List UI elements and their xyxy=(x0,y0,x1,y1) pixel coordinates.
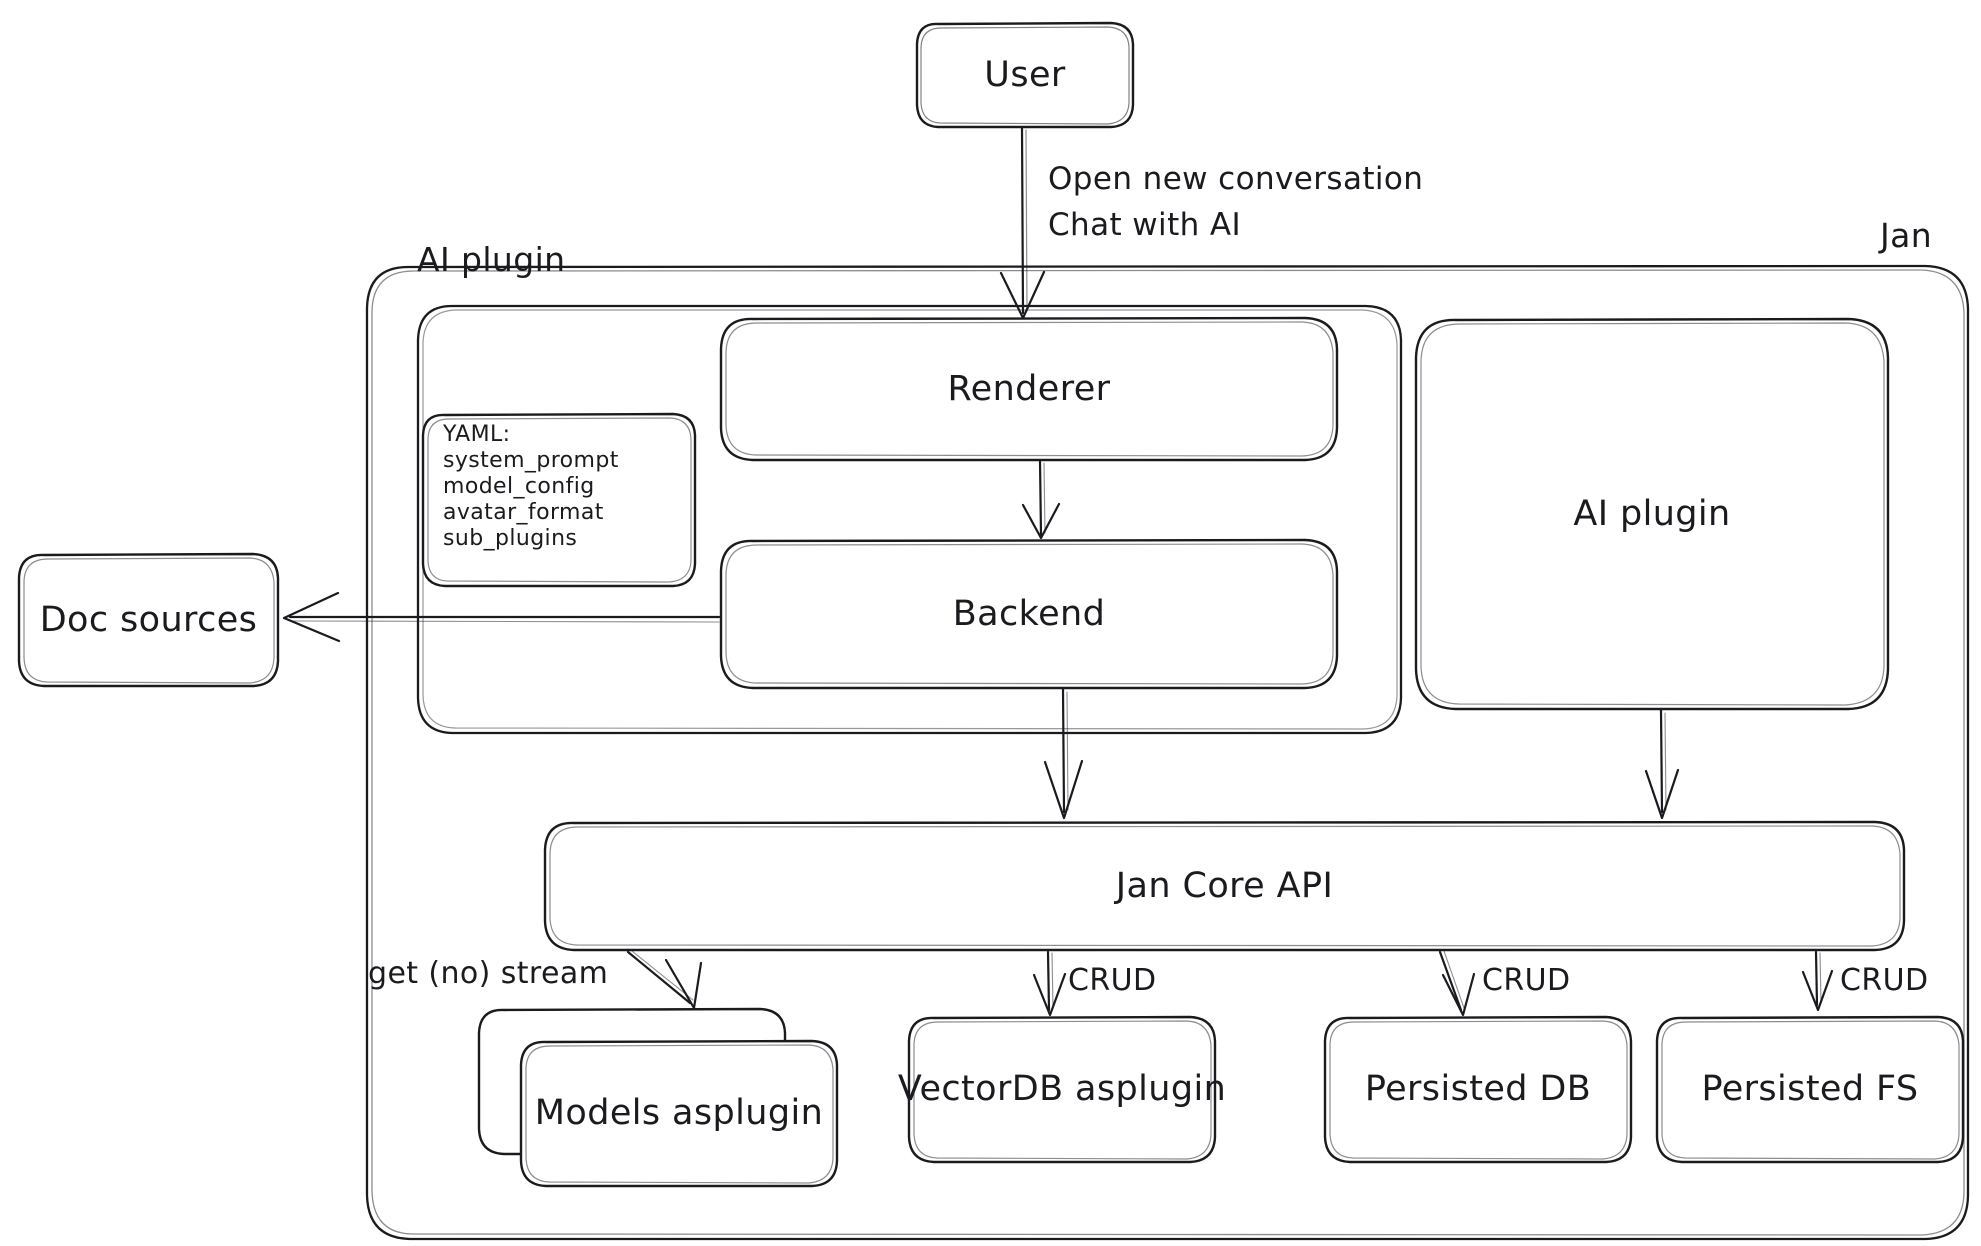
node-persisted-fs[interactable] xyxy=(1655,1015,1965,1164)
yaml-item-avatar-format: avatar_format xyxy=(443,500,604,525)
yaml-heading: YAML: xyxy=(443,422,511,447)
edge-core-api-to-models xyxy=(626,950,703,1010)
container-jan[interactable] xyxy=(365,264,1970,1241)
edge-ai-plugin-to-core-api xyxy=(1644,708,1680,820)
edge-core-api-to-vectordb xyxy=(1032,950,1067,1017)
node-jan-core-api[interactable] xyxy=(543,820,1906,952)
yaml-item-sub-plugins: sub_plugins xyxy=(443,526,578,551)
node-backend[interactable] xyxy=(719,538,1339,690)
yaml-card-content: YAML: system_prompt model_config avatar_… xyxy=(443,422,693,552)
edge-core-api-to-db xyxy=(1438,950,1476,1017)
edge-user-to-renderer xyxy=(999,126,1046,320)
node-models-plugin[interactable] xyxy=(519,1039,839,1188)
node-doc-sources[interactable] xyxy=(17,552,280,688)
edge-renderer-to-backend xyxy=(1021,459,1061,540)
node-persisted-db[interactable] xyxy=(1323,1015,1633,1164)
yaml-item-model-config: model_config xyxy=(443,474,595,499)
edge-core-api-to-fs xyxy=(1801,950,1834,1012)
node-yaml-card[interactable] xyxy=(421,412,697,588)
node-ai-plugin[interactable] xyxy=(1414,317,1890,711)
yaml-item-system-prompt: system_prompt xyxy=(443,448,619,473)
node-renderer[interactable] xyxy=(719,316,1339,462)
edge-backend-to-doc-sources xyxy=(282,591,721,643)
node-user[interactable] xyxy=(915,21,1135,129)
node-vectordb-plugin[interactable] xyxy=(907,1015,1217,1164)
container-ai-plugin-group[interactable] xyxy=(416,304,1403,735)
edge-backend-to-core-api xyxy=(1043,687,1084,820)
